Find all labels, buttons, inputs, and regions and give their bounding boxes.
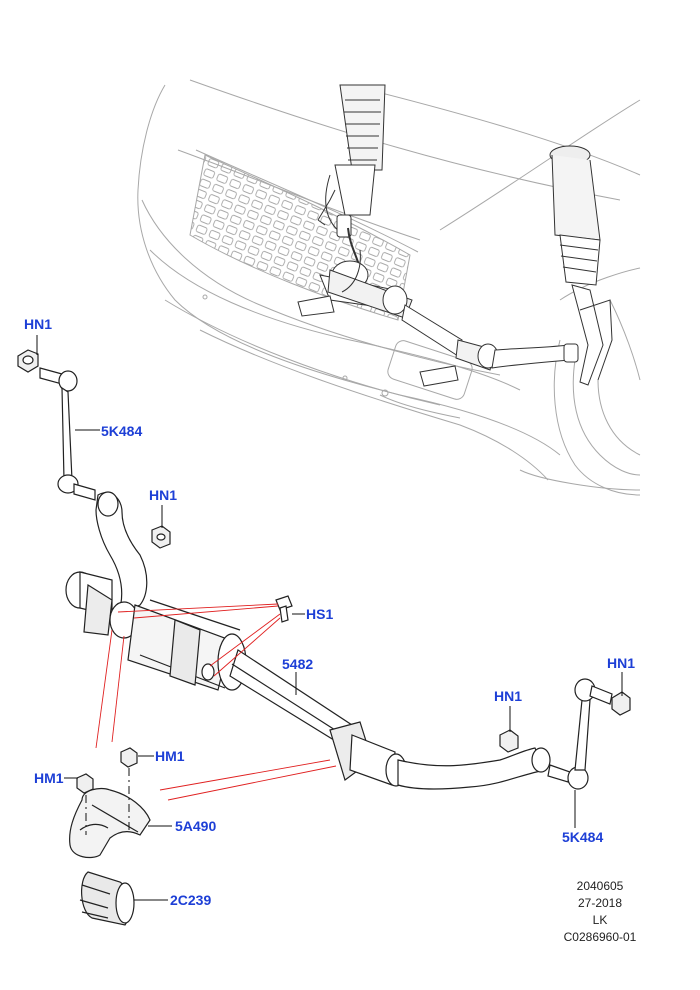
bush-2c239 [79, 871, 135, 926]
callout-hn1-right-top: HN1 [607, 655, 636, 671]
reference-block: 2040605 27-2018 LK C0286960-01 [540, 878, 660, 946]
vehicle-front-ghost [137, 79, 641, 496]
reference-line-4: C0286960-01 [563, 930, 637, 944]
callout-5482: 5482 [282, 656, 314, 672]
left-air-spring [317, 84, 386, 238]
bar-clamp-left [65, 571, 139, 639]
nut-hm1-upper [120, 747, 138, 768]
alignment-lines [95, 603, 337, 801]
nut-hn1-right-mid [499, 729, 519, 753]
drop-link-left [39, 367, 96, 501]
clamp-bracket-5a490 [69, 787, 151, 859]
right-air-spring [549, 145, 613, 386]
leader-lines [36, 335, 623, 901]
nut-hn1-right-top [611, 691, 631, 716]
exploded-parts [17, 349, 631, 926]
callout-2c239: 2C239 [170, 892, 212, 908]
stabilizer-bar-left-arm [95, 491, 148, 617]
callout-5k484-left: 5K484 [101, 423, 143, 439]
drop-link-right [547, 678, 613, 790]
callout-hs1: HS1 [306, 606, 334, 622]
callout-hn1-mid-left: HN1 [149, 487, 178, 503]
callout-5a490: 5A490 [175, 818, 217, 834]
stabilizer-actuator [127, 599, 247, 691]
bolt-hs1 [275, 595, 293, 623]
assembly-centre-lines [85, 768, 130, 835]
reference-line-3: LK [592, 913, 608, 927]
callout-hn1-top-left: HN1 [24, 316, 53, 332]
callout-hn1-right-mid: HN1 [494, 688, 523, 704]
bar-clamp-right [329, 721, 407, 787]
callout-hm1-upper: HM1 [155, 748, 185, 764]
stabilizer-bar-right-arm [397, 747, 551, 790]
callout-5k484-right: 5K484 [562, 829, 604, 845]
callout-hm1-lower: HM1 [34, 770, 64, 786]
installed-stabilizer-bar [297, 227, 579, 387]
nut-hn1-top-left [17, 349, 39, 373]
nut-hn1-mid [151, 525, 171, 549]
reference-line-1: 2040605 [576, 879, 624, 893]
reference-line-2: 27-2018 [577, 896, 623, 910]
